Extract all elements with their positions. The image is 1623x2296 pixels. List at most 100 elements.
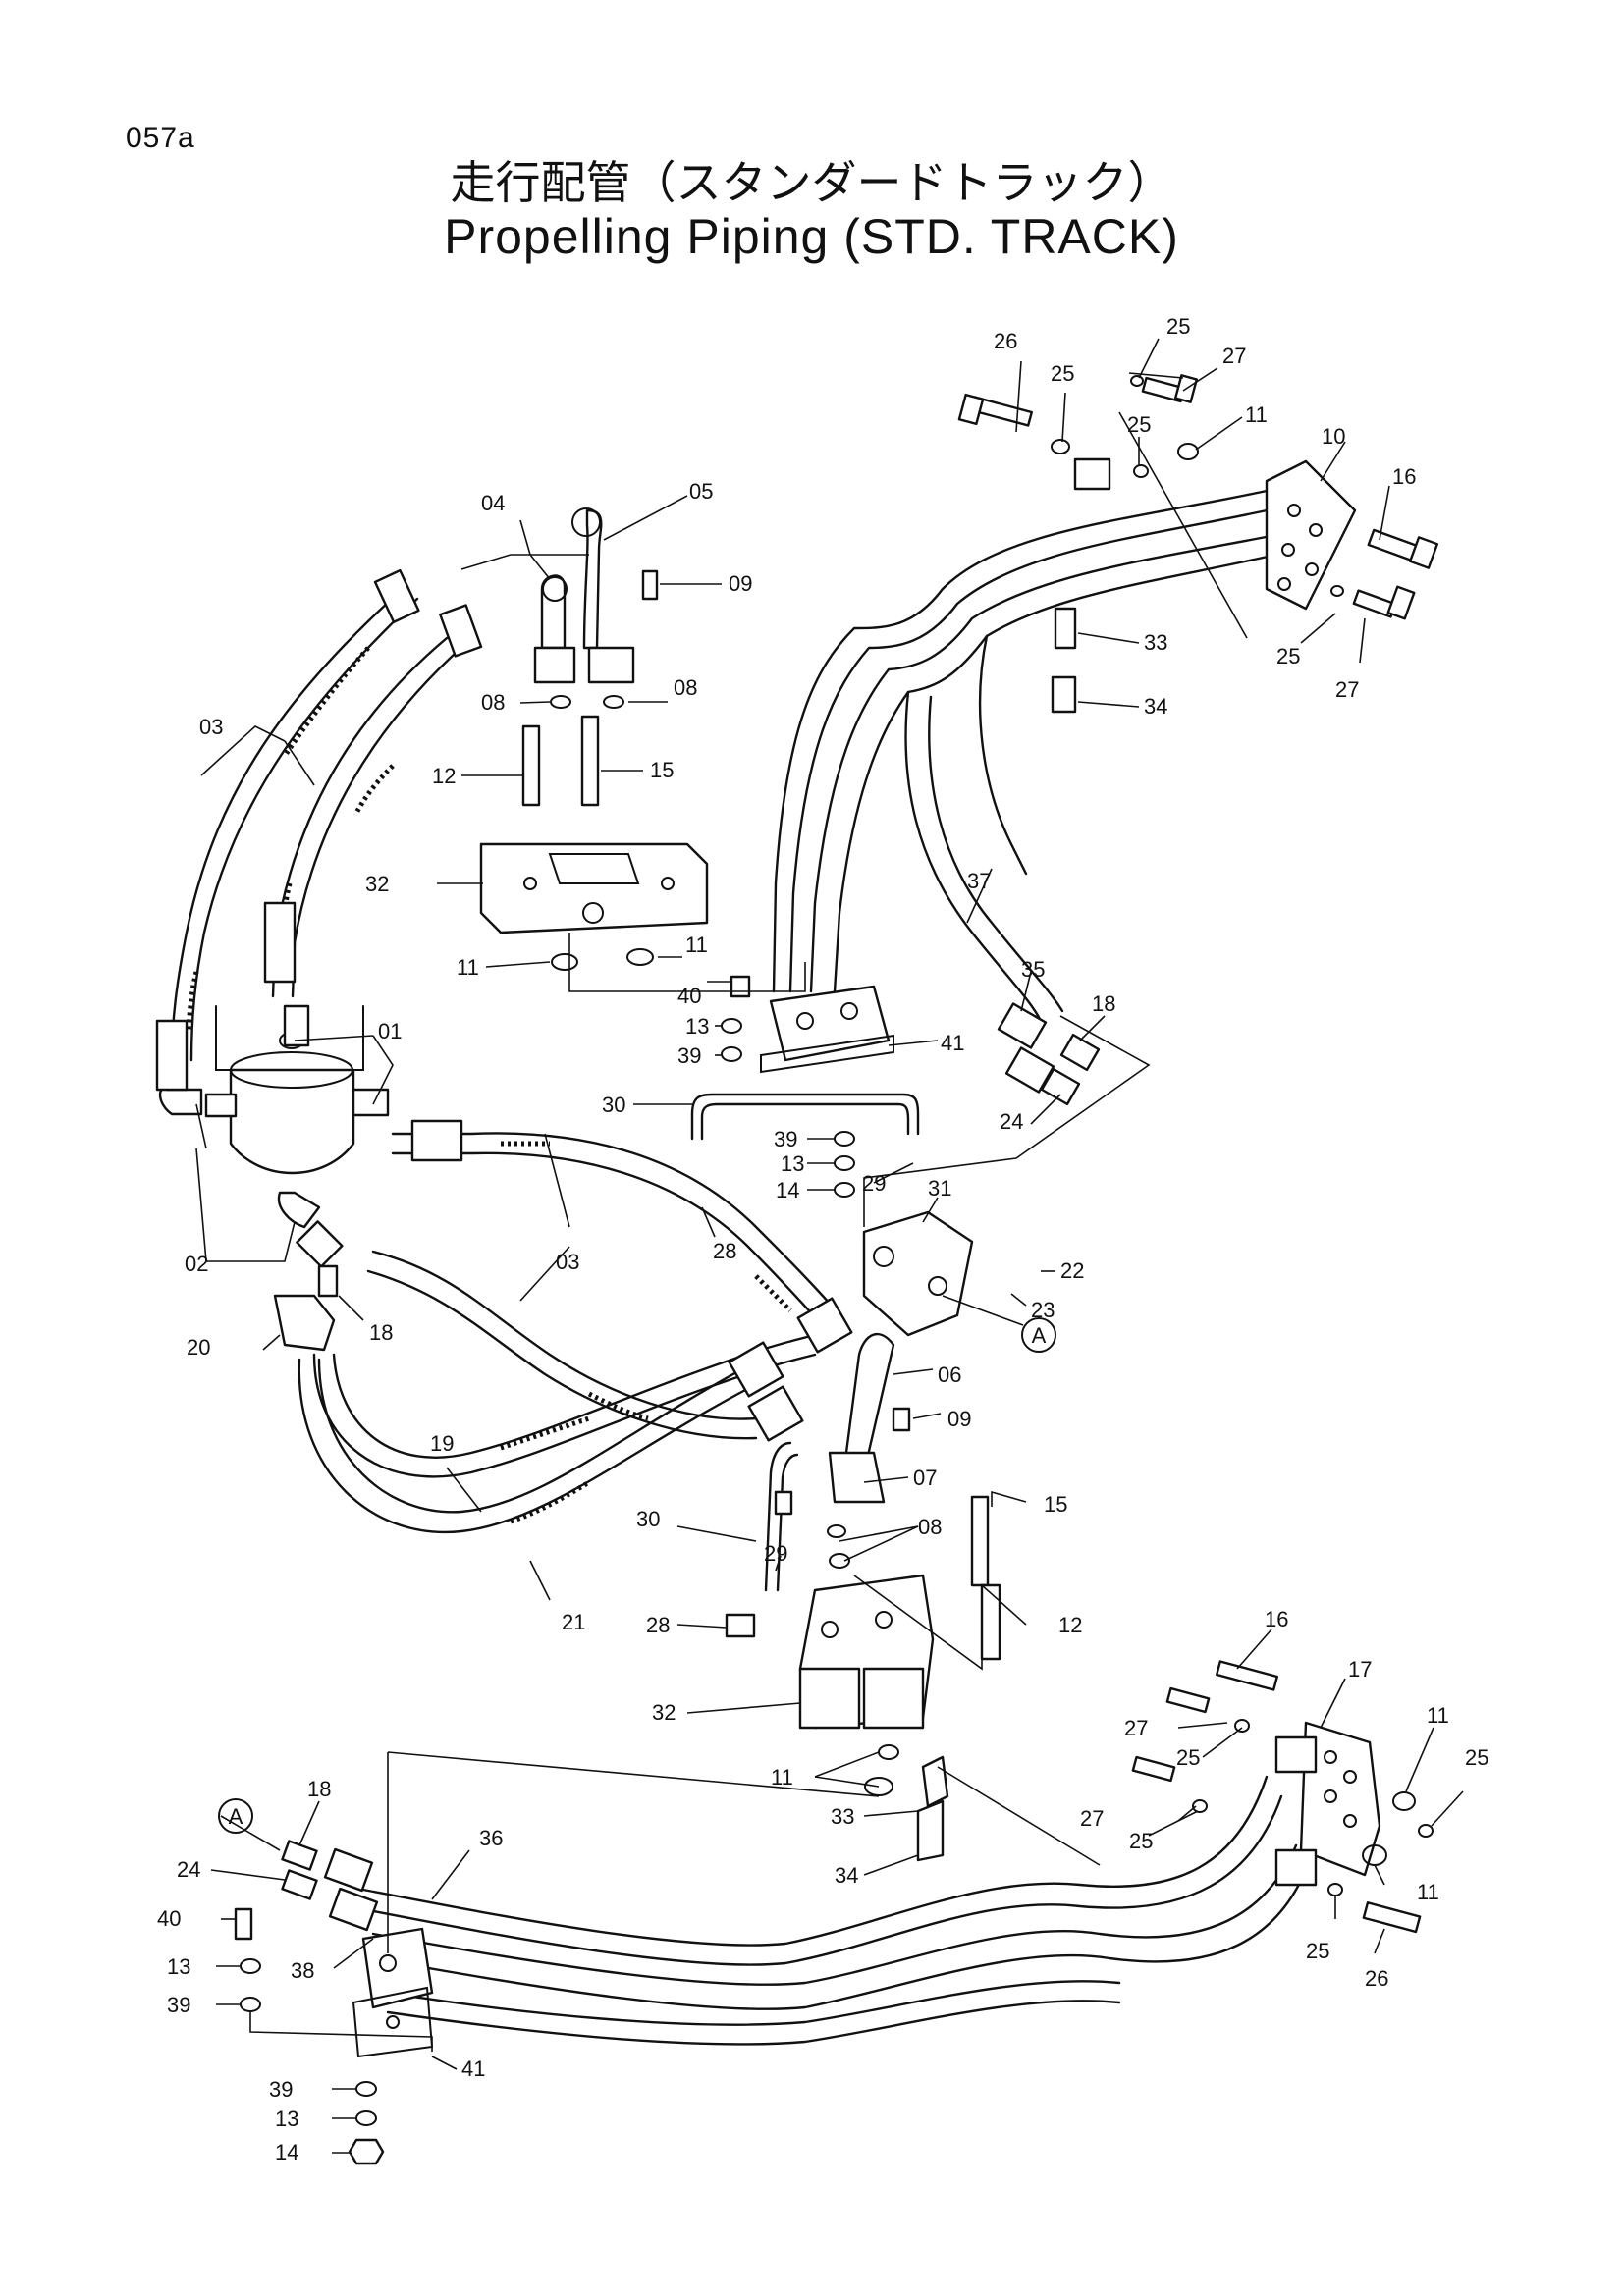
clamp-34-top: [1051, 675, 1077, 714]
callout-22: 22: [1060, 1258, 1084, 1283]
callout-25: 25: [1051, 361, 1074, 386]
callout-18: 18: [1092, 991, 1115, 1016]
manifold-block-lower: [234, 1840, 434, 2165]
callout-03: 03: [199, 715, 223, 739]
callout-25: 25: [1465, 1745, 1488, 1770]
bolt-26-top: [957, 393, 1033, 427]
pipe-30-lower: [725, 1441, 799, 1638]
callout-30: 30: [602, 1093, 625, 1117]
callout-25: 25: [1127, 412, 1151, 437]
callout-40: 40: [677, 984, 701, 1008]
callout-28: 28: [646, 1613, 670, 1637]
callout-40: 40: [157, 1906, 181, 1931]
pipe-06-flange-07: [828, 1332, 911, 1504]
callout-11: 11: [1427, 1703, 1449, 1728]
callout-27: 27: [1080, 1806, 1104, 1831]
hose-03-right: [391, 1132, 846, 1339]
callout-labels: 26 25 25 27 25 11 10 16 25 27 33 34 05 0…: [157, 314, 1488, 2164]
callout-19: 19: [430, 1431, 454, 1456]
clamp-33-34-lower: [916, 1755, 949, 1862]
callout-11: 11: [1245, 402, 1268, 427]
callout-25: 25: [1166, 314, 1190, 339]
bolts-12-15-upper: [521, 569, 659, 807]
callout-27: 27: [1222, 344, 1246, 368]
leader-lines: [195, 338, 1464, 2154]
pipe-04: [533, 574, 576, 684]
callout-25: 25: [1306, 1939, 1329, 1963]
callout-08: 08: [674, 675, 697, 700]
callout-24: 24: [177, 1857, 200, 1882]
center-joint: [215, 1005, 364, 1175]
callout-13: 13: [167, 1954, 190, 1979]
callout-27: 27: [1124, 1716, 1148, 1740]
callout-09: 09: [947, 1407, 971, 1431]
callout-15: 15: [1044, 1492, 1067, 1517]
callout-04: 04: [481, 491, 505, 515]
callout-26: 26: [1365, 1966, 1388, 1991]
callout-09: 09: [729, 571, 752, 596]
callout-13: 13: [781, 1151, 804, 1176]
callout-37: 37: [967, 869, 991, 893]
callout-13: 13: [275, 2107, 298, 2131]
callout-38: 38: [291, 1958, 314, 1983]
callout-39: 39: [774, 1127, 797, 1151]
callout-39: 39: [269, 2077, 293, 2102]
callout-03: 03: [556, 1250, 579, 1274]
control-valve-32-lower: [798, 1495, 1001, 1796]
callout-14: 14: [776, 1178, 799, 1202]
callout-14: 14: [275, 2140, 298, 2164]
callout-20: 20: [187, 1335, 210, 1360]
callout-34: 34: [1144, 694, 1167, 719]
reference-mark-a-upper: A: [1021, 1317, 1056, 1353]
callout-29: 29: [862, 1171, 886, 1196]
callout-16: 16: [1265, 1607, 1288, 1631]
callout-11: 11: [1417, 1880, 1439, 1904]
callout-05: 05: [689, 479, 713, 504]
title-english: Propelling Piping (STD. TRACK): [444, 209, 1179, 264]
callout-32: 32: [652, 1700, 676, 1725]
callout-11: 11: [457, 955, 479, 980]
callout-06: 06: [938, 1362, 961, 1387]
callout-15: 15: [650, 758, 674, 782]
callout-26: 26: [994, 329, 1017, 353]
callout-32: 32: [365, 872, 389, 896]
callout-16: 16: [1392, 464, 1416, 489]
hose-03-left: [170, 587, 419, 1062]
bolt-27-top: [1141, 374, 1199, 403]
callout-02: 02: [185, 1252, 208, 1276]
callout-18: 18: [369, 1320, 393, 1345]
bolt-27-right: [1352, 585, 1416, 620]
page-code: 057a: [126, 122, 195, 154]
callout-17: 17: [1348, 1657, 1372, 1682]
callout-25: 25: [1276, 644, 1300, 668]
callout-18: 18: [307, 1777, 331, 1801]
callout-35: 35: [1021, 957, 1045, 982]
callout-01: 01: [378, 1019, 402, 1043]
callout-24: 24: [1000, 1109, 1023, 1134]
hose-21: [298, 1355, 778, 1534]
ref-a-lower-label: A: [229, 1804, 243, 1829]
pipe-05: [571, 507, 635, 684]
callout-27: 27: [1335, 677, 1359, 702]
callout-33: 33: [831, 1804, 854, 1829]
control-valve-32-upper: [479, 842, 709, 934]
callout-29: 29: [764, 1541, 787, 1566]
callout-39: 39: [167, 1993, 190, 2017]
clamp-33-top: [1054, 607, 1077, 650]
flange-plate-17: [1274, 1721, 1381, 1887]
reference-mark-a-lower: A: [218, 1798, 253, 1834]
bolt-16-top: [1367, 528, 1439, 569]
orings-08-11-upper: [550, 695, 654, 971]
callout-25: 25: [1176, 1745, 1200, 1770]
callout-08: 08: [918, 1515, 942, 1539]
ref-a-upper-label: A: [1032, 1323, 1047, 1348]
callout-11: 11: [685, 933, 708, 957]
callout-08: 08: [481, 690, 505, 715]
lower-bolts: [1131, 1660, 1434, 1934]
upper-pipe-bundle: [772, 489, 1278, 1023]
fittings-center: [155, 568, 853, 1442]
callout-33: 33: [1144, 630, 1167, 655]
elbow-02: [158, 1088, 321, 1229]
callout-10: 10: [1322, 424, 1345, 449]
